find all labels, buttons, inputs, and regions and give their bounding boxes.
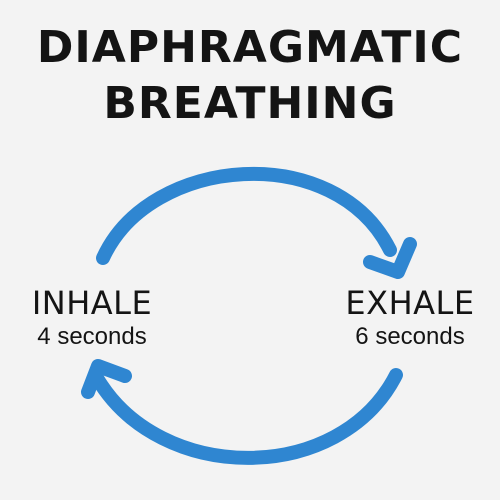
inhale-phase: INHALE 4 seconds <box>12 286 172 352</box>
top-arrowhead-icon <box>363 237 417 279</box>
top-arrow-arc <box>96 166 397 265</box>
exhale-phase: EXHALE 6 seconds <box>330 286 490 352</box>
inhale-label: INHALE <box>31 284 153 322</box>
bottom-arrow-arc <box>90 368 403 465</box>
page-title: DIAPHRAGMATIC BREATHING <box>0 20 500 132</box>
title-line-1: DIAPHRAGMATIC <box>36 22 464 73</box>
title-line-2: BREATHING <box>103 78 397 129</box>
exhale-label: EXHALE <box>345 284 475 322</box>
bottom-arrowhead-icon <box>81 359 132 399</box>
inhale-duration: 4 seconds <box>37 323 147 350</box>
exhale-duration: 6 seconds <box>355 323 465 350</box>
